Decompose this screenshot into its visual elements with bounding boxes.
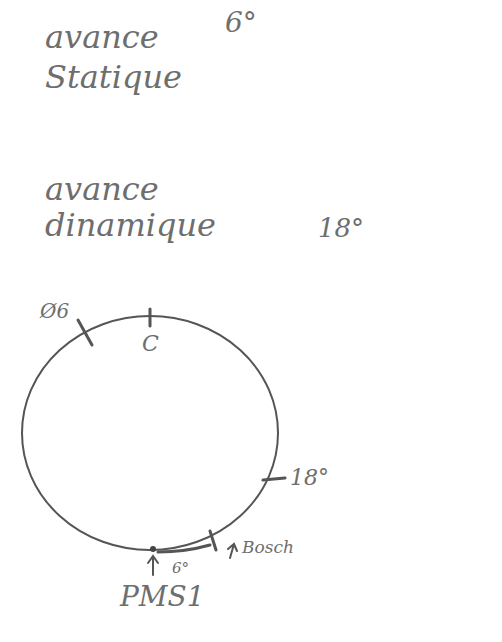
handwritten-label: avance xyxy=(45,172,159,207)
handwritten-label: PMS1 xyxy=(120,582,205,613)
angle-mark xyxy=(158,545,210,552)
advance-tick xyxy=(78,320,92,345)
handwritten-label: 18° xyxy=(318,214,364,243)
handwritten-label: 6° xyxy=(225,8,257,39)
handwritten-label: 6° xyxy=(172,560,189,577)
pms-arrow xyxy=(148,556,158,575)
handwritten-label: C xyxy=(142,332,159,356)
handwritten-label: dinamique xyxy=(45,208,216,243)
handwritten-label: avance xyxy=(45,20,159,55)
handwritten-label: Statique xyxy=(45,60,182,95)
bosch-tick xyxy=(210,531,216,550)
crank-circle xyxy=(22,316,278,550)
top-tick xyxy=(149,309,152,326)
right-tick xyxy=(263,478,285,480)
handwritten-label: 18° xyxy=(290,466,329,490)
pms-dot xyxy=(150,546,156,552)
handwritten-label: Ø6 xyxy=(40,300,69,322)
bosch-arrow xyxy=(228,544,237,558)
handwritten-label: Bosch xyxy=(242,538,294,557)
